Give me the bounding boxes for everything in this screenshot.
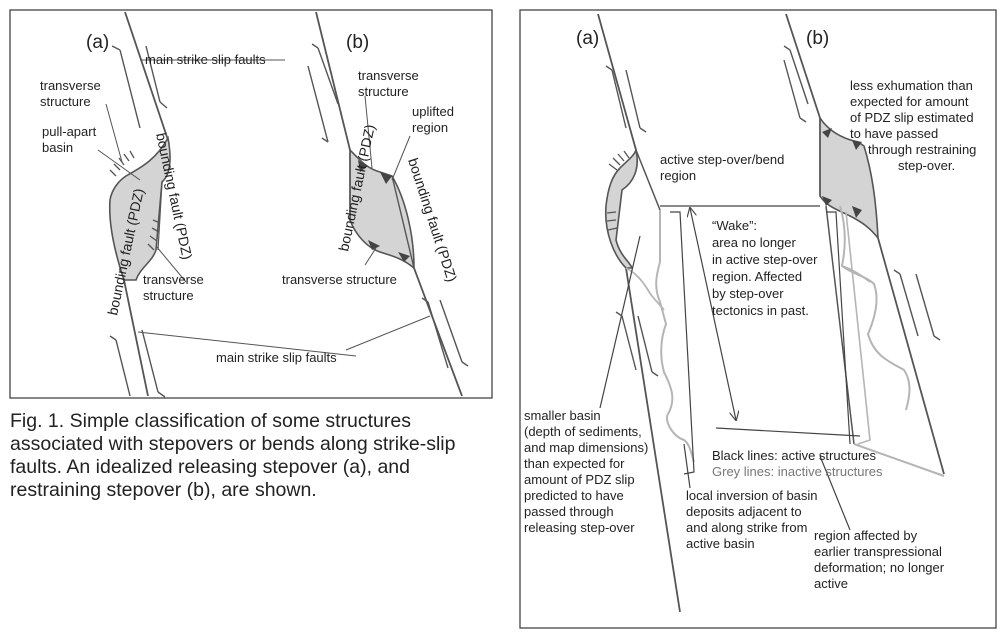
fig2-smaller-basin-l8: releasing step-over: [524, 520, 635, 535]
figure-caption: Fig. 1. Simple classification of some st…: [10, 410, 490, 502]
fig2-smaller-basin-l2: (depth of sediments,: [524, 424, 642, 439]
fig2-black-lines: Black lines: active structures: [712, 448, 877, 463]
fig2-region-affected-l4: active: [814, 576, 848, 591]
fig1-transverse-b2: transverse structure: [282, 272, 397, 287]
fig2-less-exhumation-l6: step-over.: [898, 158, 955, 173]
fig2-smaller-basin-l5: amount of PDZ slip: [524, 472, 635, 487]
restraining-region-fill: [819, 115, 879, 241]
fig1b-stepover: [307, 11, 469, 397]
fig1-uplifted-l1: uplifted: [412, 104, 454, 119]
fig2-less-exhumation-l3: of PDZ slip estimated: [850, 110, 974, 125]
thrust-triangle: [398, 252, 410, 262]
fig2-wake-l5: by step-over: [712, 286, 784, 301]
fig1-transverse-a2-l1: transverse: [143, 272, 204, 287]
fig2-local-inversion-l2: deposits adjacent to: [686, 504, 802, 519]
fig2-less-exhumation-l1: less exhumation than: [850, 78, 973, 93]
fig2-region-affected-l2: earlier transpressional: [814, 544, 942, 559]
fig1-transverse-b1-l1: transverse: [358, 68, 419, 83]
fig1-label-b: (b): [346, 32, 369, 53]
fig2-active-stepover-l2: region: [660, 168, 696, 183]
fig2-smaller-basin-l3: and map dimensions): [524, 440, 648, 455]
fig2-wake-markers: [599, 205, 861, 531]
active-basin-fill: [604, 147, 638, 269]
caption-line: faults. An idealized releasing stepover …: [10, 456, 410, 478]
fig2-local-inversion-l1: local inversion of basin: [686, 488, 818, 503]
inactive-structure-line: [655, 210, 695, 463]
fig1-pull-apart-l2: basin: [42, 140, 73, 155]
fig2-less-exhumation-l5: through restraining: [868, 142, 976, 157]
fig2-label-a: (a): [576, 28, 599, 49]
inactive-structure-line: [839, 205, 911, 411]
fig2-active-stepover-l1: active step-over/bend: [660, 152, 784, 167]
fig1-main-faults-top: main strike slip faults: [145, 52, 266, 67]
fig2-smaller-basin-l1: smaller basin: [524, 408, 601, 423]
fig2-wake-l1: “Wake”:: [712, 218, 757, 233]
fig2-smaller-basin-l4: than expected for: [524, 456, 625, 471]
fig2-grey-lines: Grey lines: inactive structures: [712, 464, 883, 479]
fig2-wake-l4: region. Affected: [712, 269, 802, 284]
fig2-local-inversion-l3: and along strike from: [686, 520, 807, 535]
fig1-main-faults-bottom: main strike slip faults: [216, 350, 337, 365]
caption-line: associated with stepovers or bends along…: [10, 433, 456, 455]
fig2-wake-l6: tectonics in past.: [712, 303, 809, 318]
fig2-smaller-basin-l6: predicted to have: [524, 488, 624, 503]
fig2-less-exhumation-l4: to have passed: [850, 126, 938, 141]
fig1-frame: [9, 9, 493, 399]
fig1-uplifted-l2: region: [412, 120, 448, 135]
fig1-transverse-a2-l2: structure: [143, 288, 194, 303]
fig1a-stepover: [108, 11, 171, 398]
fig2-smaller-basin-l7: passed through: [524, 504, 614, 519]
fig1-label-a: (a): [86, 32, 109, 53]
pull-apart-basin-fill: [108, 135, 171, 281]
fig2b-stepover: [783, 13, 945, 477]
fig1-pull-apart-l1: pull-apart: [42, 124, 97, 139]
fig2-less-exhumation-l2: expected for amount: [850, 94, 969, 109]
fig2-region-affected-l3: deformation; no longer: [814, 560, 945, 575]
thrust-triangle: [380, 172, 392, 184]
fig2-frame: [519, 9, 997, 629]
fig1-leaders: [97, 59, 431, 357]
fig1-transverse-a1-l2: structure: [40, 94, 91, 109]
thrust-triangle: [368, 240, 380, 250]
thrust-triangle: [358, 160, 368, 172]
caption-line: Fig. 1. Simple classification of some st…: [10, 410, 411, 432]
fig2-label-b: (b): [806, 28, 829, 49]
fig2-wake-l3: in active step-over: [712, 252, 818, 267]
fig2-wake-l2: area no longer: [712, 235, 797, 250]
fig2-local-inversion-l4: active basin: [686, 536, 755, 551]
fig1-transverse-a1-l1: transverse: [40, 78, 101, 93]
caption-line: restraining stepover (b), are shown.: [10, 479, 317, 501]
fig1-transverse-b1-l2: structure: [358, 84, 409, 99]
fig2-region-affected-l1: region affected by: [814, 528, 918, 543]
